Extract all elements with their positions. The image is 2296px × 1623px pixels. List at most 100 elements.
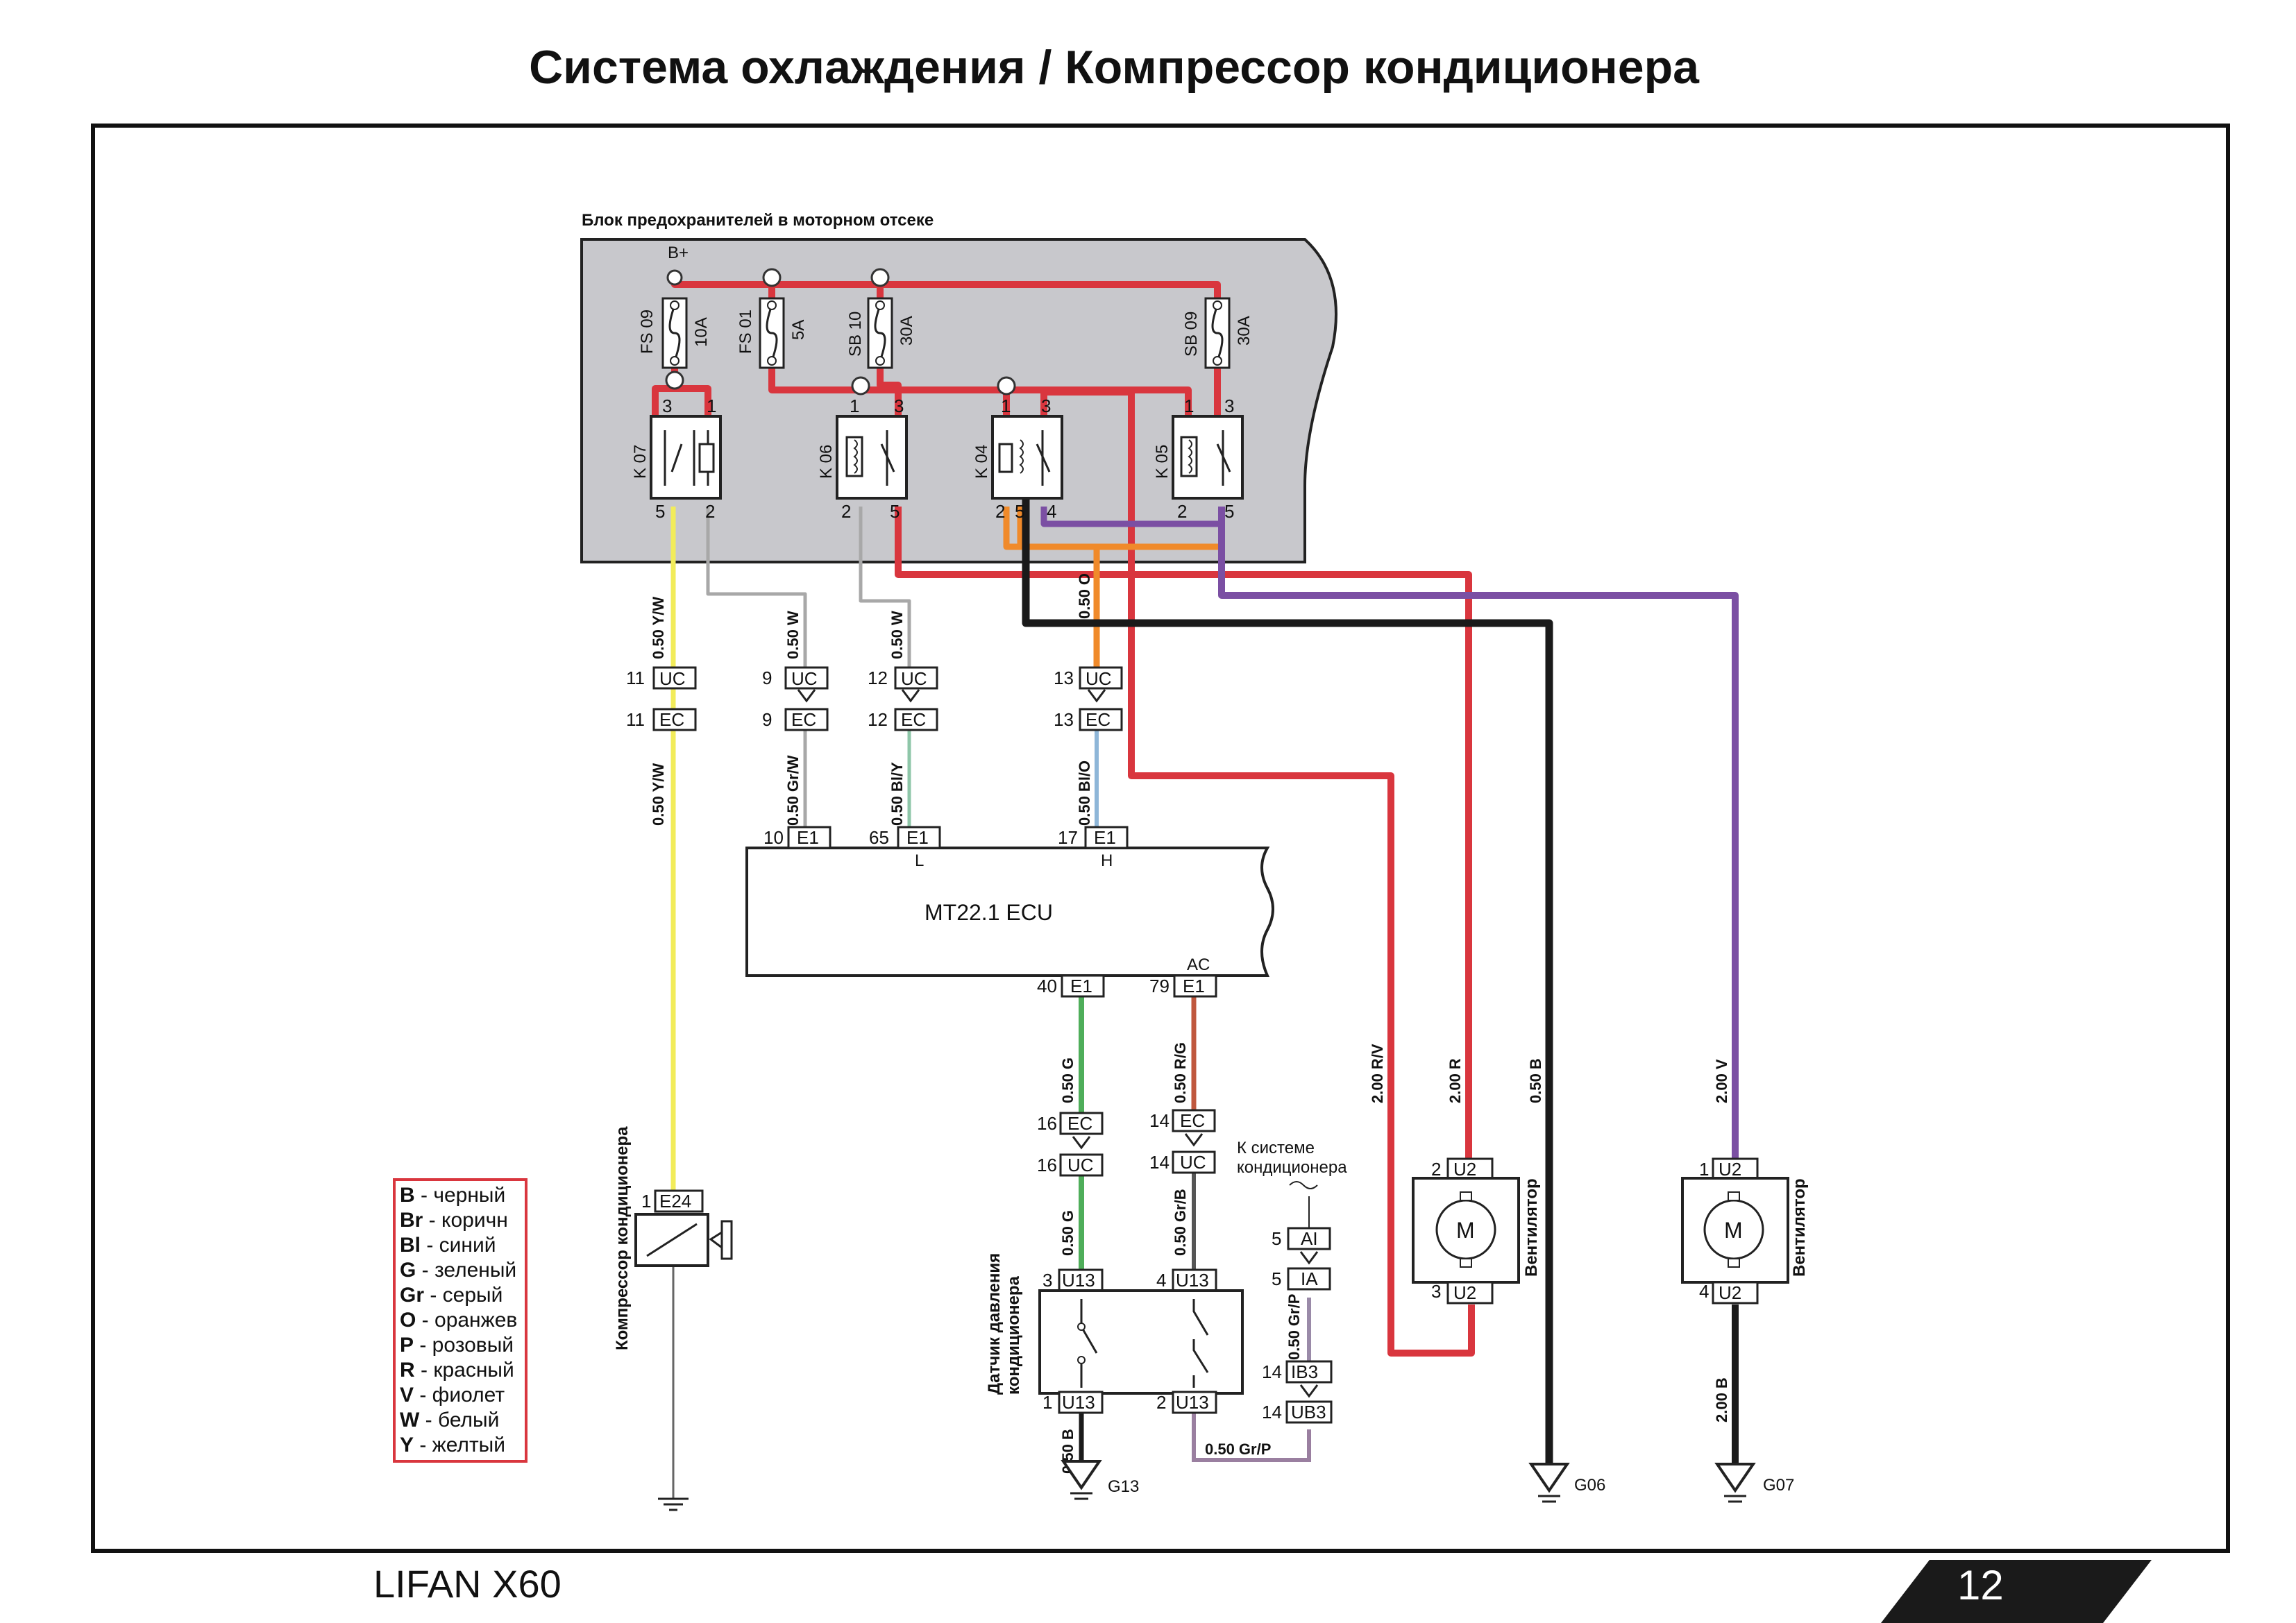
pin-number: 10: [763, 827, 784, 848]
legend-entry: W - белый: [400, 1409, 499, 1431]
junction-node: [851, 376, 870, 396]
relay-pin: 2: [841, 501, 851, 522]
relay-pin: 5: [655, 501, 665, 522]
pin-number: 3: [1043, 1270, 1052, 1291]
pressure-sensor-label: Датчик давления: [985, 1253, 1004, 1395]
wire-label: 0.50 G: [1059, 1210, 1077, 1256]
relay-pin: 2: [1177, 501, 1187, 522]
wire-label: 0.50 Gr/B: [1172, 1189, 1189, 1256]
relay-pin: 5: [1224, 501, 1234, 522]
wire-label: 2.00 B: [1713, 1377, 1730, 1422]
ecu-pin-h: H: [1101, 851, 1113, 870]
pin-number: 14: [1149, 1152, 1170, 1173]
connector-label: E1: [1183, 976, 1205, 996]
wire-labels: 0.50 Y/W 0.50 Y/W 0.50 W 0.50 W 0.50 O 0…: [650, 573, 1730, 1474]
page-number: 12: [1957, 1562, 2004, 1608]
fan-label: Вентилятор: [1522, 1178, 1541, 1277]
connector-label: U2: [1719, 1159, 1741, 1180]
color-legend: B - черный Br - коричн Bl - синий G - зе…: [393, 1178, 527, 1463]
connector-ec-uc-16: 16 EC 16 UC: [1037, 1112, 1104, 1177]
ecu-label: MT22.1 ECU: [925, 900, 1053, 925]
legend-entry: Y - желтый: [400, 1434, 505, 1456]
fuse-rating: 10A: [692, 317, 711, 347]
connector-label: U2: [1453, 1282, 1476, 1303]
connector-label: UB3: [1291, 1402, 1326, 1422]
legend-entry: G - зеленый: [400, 1259, 516, 1282]
connector-ai-ia: 5 AI 5 IA: [1272, 1227, 1331, 1291]
wire-label: 0.50 Y/W: [650, 763, 667, 826]
pin-number: 9: [762, 668, 772, 688]
wire-label: 0.50 B: [1527, 1058, 1544, 1103]
fuse-id: SB 09: [1182, 312, 1201, 357]
legend-entry: Gr - серый: [400, 1284, 503, 1307]
legend-entry: V - фиолет: [400, 1384, 505, 1407]
connector-label: UC: [901, 668, 927, 689]
ground-label: G13: [1108, 1477, 1139, 1496]
pin-number: 16: [1037, 1113, 1057, 1134]
ground-g13: G13: [1061, 1460, 1139, 1500]
wire-label: 0.50 Gr/P: [1205, 1441, 1271, 1458]
relay-pin: 5: [890, 501, 900, 522]
connector-uc-ec-12: 12 UC 12 EC: [868, 666, 938, 731]
diagram-frame: [91, 124, 2230, 1553]
connector-label: EC: [1067, 1113, 1092, 1134]
ground-compressor: [658, 1497, 689, 1511]
page-number-tab: [1881, 1560, 2152, 1623]
k04-rv-wire: [1040, 389, 1475, 1357]
relay-pin: 3: [662, 396, 672, 416]
connector-label: E1: [906, 827, 929, 848]
pin-number: 12: [868, 668, 888, 688]
connector-label: IB3: [1291, 1361, 1318, 1382]
fuse-id: SB 10: [846, 312, 865, 357]
fuse-id: FS 01: [736, 309, 755, 354]
connector-label: AI: [1301, 1228, 1318, 1249]
wire-label: 2.00 R/V: [1369, 1044, 1386, 1103]
relay-k04: 1 3 2 5 4 K 04: [972, 396, 1063, 522]
connector-label: U2: [1453, 1159, 1476, 1180]
connector-label: EC: [1180, 1110, 1205, 1131]
wire-label: 2.00 R: [1446, 1058, 1464, 1103]
wire-label: 0.50 Gr/W: [784, 755, 802, 826]
relay-pin: 1: [707, 396, 716, 416]
fuse-sb10: SB 10 30A: [846, 268, 916, 369]
pin-number: 2: [1431, 1159, 1441, 1180]
connector-label: UC: [791, 668, 818, 689]
to-ac-label: кондиционера: [1237, 1158, 1347, 1177]
relay-pin: 2: [995, 501, 1005, 522]
wire-label: 0.50 G: [1059, 1057, 1077, 1103]
ecu-block: MT22.1 ECU 10 E1 65 E1 L 17 E1 H AC 40 E…: [745, 826, 1274, 998]
pin-number: 2: [1156, 1392, 1166, 1413]
pin-number: 14: [1262, 1402, 1282, 1422]
connector-label: UC: [1067, 1155, 1094, 1175]
connector-label: U13: [1062, 1392, 1095, 1413]
connector-label: UC: [659, 668, 686, 689]
connector-label: IA: [1301, 1268, 1318, 1289]
compressor: 1 E24 Компрессор кондиционера: [613, 1126, 733, 1350]
pin-number: 40: [1037, 976, 1057, 996]
connector-wires: [672, 672, 1739, 1499]
legend-entry: Br - коричн: [400, 1209, 508, 1232]
page-title: Система охлаждения / Компрессор кондицио…: [529, 41, 1699, 94]
k04-b-wire: [1022, 486, 1553, 1464]
relay-id: K 04: [972, 445, 991, 479]
connector-label: EC: [791, 709, 816, 730]
pin-number: 14: [1262, 1361, 1282, 1382]
k06-r-wire: [895, 507, 1472, 1159]
connector-label: UC: [1180, 1152, 1206, 1173]
legend-entry: B - черный: [400, 1184, 505, 1207]
legend-entry: O - оранжев: [400, 1309, 517, 1332]
connector-label: EC: [1086, 709, 1111, 730]
ground-g06: G06: [1528, 1463, 1605, 1503]
connector-label: U13: [1176, 1270, 1209, 1291]
connector-label: U13: [1062, 1270, 1095, 1291]
relay-pin: 1: [850, 396, 859, 416]
wire-label: 0.50 R/G: [1172, 1042, 1189, 1103]
pressure-sensor-label: кондиционера: [1004, 1275, 1023, 1395]
pin-number: 1: [641, 1191, 651, 1212]
pin-number: 3: [1431, 1281, 1441, 1302]
relay-pin: 1: [1001, 396, 1011, 416]
wire-label: 2.00 V: [1713, 1059, 1730, 1103]
pressure-sensor: 3 U13 4 U13 1 U13 2 U13 Датчик давления …: [985, 1253, 1244, 1414]
pin-number: 11: [626, 668, 645, 688]
